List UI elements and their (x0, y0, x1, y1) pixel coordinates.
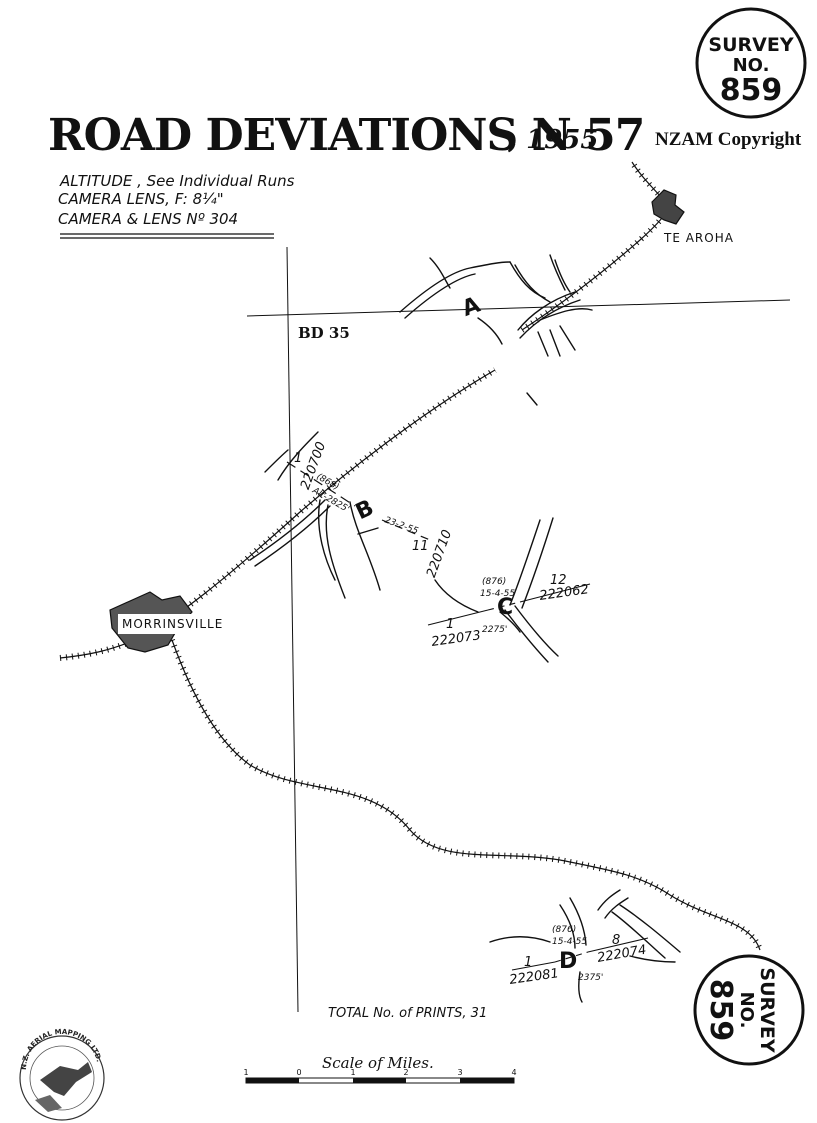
run-c-first-photo: 222073 (430, 628, 481, 650)
stamp-top-no: NO. (733, 55, 770, 76)
copyright-text: NZAM Copyright (655, 129, 802, 150)
run-d-last-print: 8 (612, 933, 620, 948)
note-camera-number: CAMERA & LENS Nº 304 (58, 210, 238, 228)
run-d-first-print: 1 (524, 955, 532, 970)
stamp-bottom-survey: SURVEY (756, 967, 778, 1052)
run-c-first-print: 1 (446, 617, 454, 632)
run-d: (876) 15-4-55 D 2375' 1 222081 8 222074 (508, 925, 649, 988)
run-c-altitude: 2275' (482, 625, 507, 635)
survey-stamp-bottom: SURVEY NO. 859 (693, 954, 805, 1066)
run-b: 1 220700 (868) Alt-2825' B 23-2-55 11 22… (286, 440, 455, 580)
sheet-label: BD 35 (298, 324, 350, 342)
run-a-letter: A (459, 293, 484, 322)
scale-tick-3: 2 (403, 1068, 408, 1077)
run-d-run-number: (876) (552, 925, 576, 935)
scale-tick-0: 1 (243, 1068, 248, 1077)
note-altitude: ALTITUDE , See Individual Runs (59, 172, 295, 190)
scale-ticks: 1 0 1 2 3 4 (243, 1068, 516, 1077)
stamp-bottom-number: 859 (703, 979, 738, 1042)
grid-line-horizontal (246, 299, 791, 317)
run-d-last-photo: 222074 (596, 943, 647, 966)
scale-tick-4: 3 (457, 1068, 462, 1077)
run-d-altitude: 2375' (578, 973, 603, 983)
stamp-top-survey: SURVEY (708, 34, 793, 56)
map-year: , 1955 (507, 125, 598, 155)
run-c: (876) 15-4-55 C 2275' 1 222073 12 222062 (427, 573, 591, 650)
survey-stamp-top: SURVEY NO. 859 (695, 7, 807, 119)
scale-tick-5: 4 (511, 1068, 516, 1077)
run-b-last-photo: 220710 (424, 528, 455, 580)
run-b-letter: B (352, 495, 378, 525)
run-c-last-print: 12 (550, 573, 567, 588)
scale-tick-1: 0 (296, 1068, 301, 1077)
run-b-last-print: 11 (412, 539, 429, 554)
run-d-first-photo: 222081 (508, 966, 559, 988)
run-c-letter: C (497, 595, 513, 620)
stamp-bottom-no: NO. (736, 992, 757, 1029)
run-c-run-number: (876) (482, 577, 506, 587)
run-b-first-print: 1 (294, 451, 302, 466)
town-te-aroha: TE AROHA (651, 189, 734, 245)
run-a: A (459, 293, 484, 322)
town-te-aroha-label: TE AROHA (663, 231, 734, 245)
map-title: ROAD DEVIATIONS N 57 (48, 110, 644, 161)
run-c-date: 15-4-55 (480, 589, 515, 599)
notes-block: ALTITUDE , See Individual Runs CAMERA LE… (58, 172, 295, 239)
railway-lines (59, 160, 763, 952)
scale-bar: Scale of Miles. 1 0 1 2 3 4 (243, 1054, 517, 1084)
stamp-top-number: 859 (720, 73, 783, 108)
town-morrinsville-label: MORRINSVILLE (122, 617, 223, 631)
note-camera-lens: CAMERA LENS, F: 8¼" (58, 190, 224, 208)
scale-label: Scale of Miles. (322, 1054, 434, 1072)
run-b-date: 23-2-55 (383, 515, 420, 537)
company-logo: N.Z. AERIAL MAPPING LTD. (19, 1028, 105, 1121)
run-d-letter: D (559, 949, 577, 974)
run-c-last-photo: 222062 (538, 582, 589, 604)
run-d-date: 15-4-55 (552, 937, 587, 947)
town-morrinsville: MORRINSVILLE (109, 591, 238, 653)
scale-tick-2: 1 (350, 1068, 355, 1077)
prints-total: TOTAL No. of PRINTS, 31 (328, 1006, 487, 1021)
road-lines (249, 254, 681, 1003)
grid-line-vertical (286, 246, 299, 1013)
